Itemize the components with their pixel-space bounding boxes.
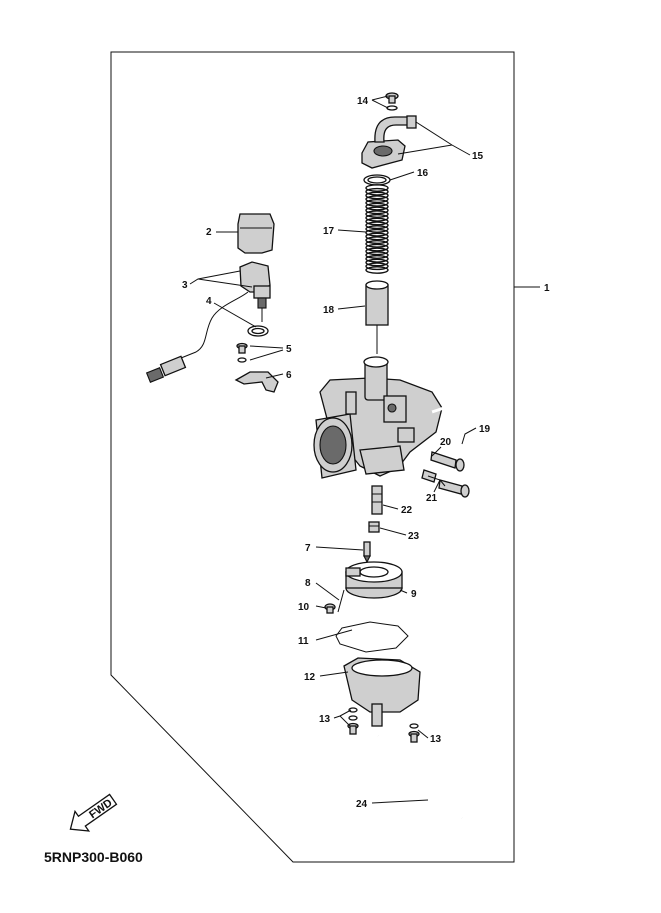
spring-coil	[365, 195, 389, 204]
part-21-screw-spring	[421, 469, 470, 498]
spring-coil	[365, 206, 389, 215]
part-10-screw	[324, 603, 336, 614]
callout-24: 24	[356, 799, 368, 810]
part-17-spring	[365, 184, 389, 274]
callout-16: 16	[417, 168, 429, 179]
spring-coil	[365, 225, 389, 233]
callout-1: 1	[544, 283, 550, 294]
part-23-main-jet	[368, 521, 380, 533]
part-6-bracket	[234, 371, 279, 393]
callout-15: 15	[472, 151, 484, 162]
spring-coil	[365, 247, 389, 256]
part-20-screw	[430, 451, 465, 472]
assembly-frame	[110, 51, 515, 863]
spring-coil	[365, 262, 389, 271]
part-22-needle-jet	[371, 485, 383, 515]
part-4-wire-lead	[145, 291, 269, 383]
spring-coil	[365, 266, 389, 274]
spring-coil	[365, 221, 389, 230]
callout-18: 18	[323, 305, 335, 316]
callout-11: 11	[298, 636, 309, 647]
part-2-cap	[237, 213, 275, 254]
callout-7: 7	[305, 543, 311, 554]
part-14-screw	[385, 92, 399, 111]
spring-coil	[365, 228, 389, 237]
callout-10: 10	[298, 602, 310, 613]
fwd-arrow-icon: FWD	[69, 793, 118, 832]
callout-14: 14	[357, 96, 369, 107]
callout-5: 5	[286, 344, 292, 355]
spring-coil	[365, 210, 389, 218]
callout-23: 23	[408, 531, 420, 542]
spring-coil	[365, 236, 389, 245]
part-24-drain-hose	[375, 735, 463, 821]
spring-coil	[365, 243, 389, 252]
leader-lines	[189, 95, 540, 804]
part-18-slide-piston	[365, 280, 389, 354]
callout-13-right: 13	[430, 734, 442, 745]
spring-coil	[365, 187, 389, 196]
callout-6: 6	[286, 370, 292, 381]
part-12-float-chamber	[343, 657, 421, 727]
carburetor-body	[313, 356, 443, 479]
spring-coil	[365, 184, 389, 192]
spring-coil	[365, 213, 389, 222]
part-8-float-pin	[337, 589, 345, 613]
callout-9: 9	[411, 589, 417, 600]
diagram-code: 5RNP300-B060	[44, 849, 143, 865]
part-19-vent-tube	[431, 404, 464, 446]
spring-coil	[365, 258, 389, 267]
part-7-float-needle	[363, 541, 371, 564]
spring-coil	[365, 217, 389, 226]
callout-22: 22	[401, 505, 413, 516]
spring-coil	[365, 232, 389, 241]
part-9-float	[345, 561, 403, 599]
callout-12: 12	[304, 672, 316, 683]
spring-coil	[365, 240, 389, 248]
spring-coil	[365, 202, 389, 211]
callout-17: 17	[323, 226, 335, 237]
callout-8: 8	[305, 578, 311, 589]
spring-coil	[365, 199, 389, 207]
spring-coil	[365, 254, 389, 263]
part-13-screw-left	[347, 707, 359, 735]
part-15-cap-with-tube	[361, 115, 417, 169]
part-11-gasket	[335, 621, 409, 653]
spring-coil	[365, 251, 389, 259]
part-16-ring	[363, 174, 391, 186]
callout-21: 21	[426, 493, 438, 504]
callout-13-left: 13	[319, 714, 331, 725]
callout-labels: 1 2 3 4 5 6 7 8 9 10 11 12 13 13 14 15 1…	[182, 96, 550, 810]
spring-coil	[365, 191, 389, 200]
callout-4: 4	[206, 296, 212, 307]
callout-19: 19	[479, 424, 491, 435]
part-5-screw-washer	[236, 342, 248, 363]
part-13-screw-right	[408, 723, 420, 743]
callout-20: 20	[440, 437, 452, 448]
callout-3: 3	[182, 280, 188, 291]
part-3-starter	[239, 261, 271, 322]
callout-2: 2	[206, 227, 212, 238]
